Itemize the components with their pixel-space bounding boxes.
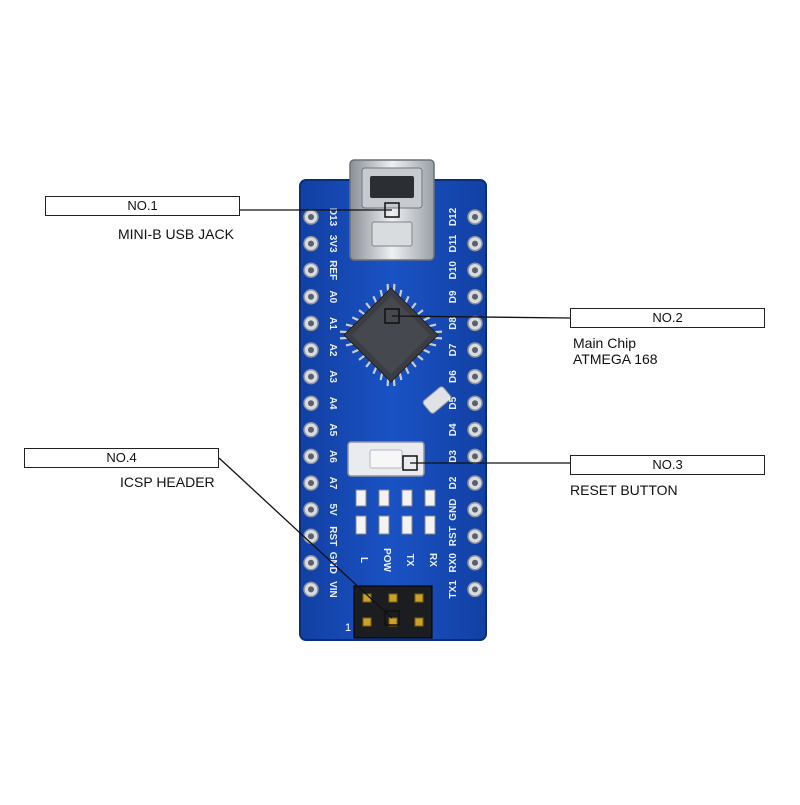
right-pin-label: D5: [448, 396, 459, 409]
led-resistor: [425, 516, 435, 534]
left-pin-label: 3V3: [327, 235, 338, 253]
right-pin-label: RX0: [448, 553, 459, 573]
callout-no1-description: MINI-B USB JACK: [118, 226, 234, 243]
left-pin-label: VIN: [327, 581, 338, 598]
left-pin-label: A3: [327, 370, 338, 383]
left-pin-label: A5: [327, 423, 338, 436]
led: [356, 490, 366, 506]
right-pin-hole-center: [472, 320, 478, 326]
right-pin-hole-center: [472, 347, 478, 353]
callout-no4-box: NO.4: [24, 448, 219, 468]
icsp-pin1-label: 1: [345, 622, 351, 634]
icsp-pin: [415, 618, 423, 626]
right-pin-label: D9: [448, 290, 459, 303]
left-pin-hole-center: [308, 320, 314, 326]
left-pin-hole-center: [308, 294, 314, 300]
led-label: POW: [381, 548, 392, 572]
right-pin-label: D12: [448, 207, 459, 226]
left-pin-hole-center: [308, 347, 314, 353]
left-pin-hole-center: [308, 427, 314, 433]
icsp-pin: [363, 618, 371, 626]
right-pin-hole-center: [472, 400, 478, 406]
led-resistor: [402, 516, 412, 534]
chip-leg: [400, 373, 402, 380]
right-pin-hole-center: [472, 294, 478, 300]
right-pin-label: TX1: [448, 580, 459, 599]
left-pin-hole-center: [308, 214, 314, 220]
left-pin-label: A2: [327, 344, 338, 357]
right-pin-hole-center: [472, 560, 478, 566]
chip-leg: [381, 373, 383, 380]
right-pin-label: RST: [448, 526, 459, 546]
right-pin-hole-center: [472, 241, 478, 247]
right-pin-hole-center: [472, 586, 478, 592]
right-pin-label: D2: [448, 476, 459, 489]
callout-no1-box: NO.1: [45, 196, 240, 216]
left-pin-hole-center: [308, 586, 314, 592]
left-pin-hole-center: [308, 241, 314, 247]
callout-no4-description: ICSP HEADER: [120, 474, 215, 491]
right-pin-label: D7: [448, 343, 459, 356]
icsp-pin: [415, 594, 423, 602]
left-pin-label: A6: [327, 450, 338, 463]
callout-no3-box: NO.3: [570, 455, 765, 475]
right-pin-label: D3: [448, 450, 459, 463]
right-pin-hole-center: [472, 480, 478, 486]
led: [425, 490, 435, 506]
right-pin-hole-center: [472, 267, 478, 273]
left-pin-hole-center: [308, 267, 314, 273]
right-pin-label: GND: [448, 498, 459, 520]
callout-no3-description: RESET BUTTON: [570, 482, 678, 499]
left-pin-label: REF: [327, 260, 338, 280]
chip-leg: [381, 290, 383, 297]
left-pin-label: 5V: [327, 503, 338, 516]
right-pin-hole-center: [472, 427, 478, 433]
left-pin-label: A7: [327, 477, 338, 490]
left-pin-hole-center: [308, 560, 314, 566]
right-pin-label: D8: [448, 317, 459, 330]
left-pin-hole-center: [308, 453, 314, 459]
right-pin-label: D6: [448, 370, 459, 383]
led-label: TX: [404, 554, 415, 567]
led-resistor: [379, 516, 389, 534]
chip-leg: [346, 344, 353, 346]
led-resistor: [356, 516, 366, 534]
right-pin-hole-center: [472, 507, 478, 513]
right-pin-hole-center: [472, 374, 478, 380]
left-pin-label: A0: [327, 290, 338, 303]
left-pin-label: A1: [327, 317, 338, 330]
right-pin-hole-center: [472, 533, 478, 539]
right-pin-hole-center: [472, 453, 478, 459]
led: [402, 490, 412, 506]
left-pin-hole-center: [308, 507, 314, 513]
chip-leg: [346, 325, 353, 327]
chip-leg: [400, 290, 402, 297]
chip-leg: [429, 344, 436, 346]
left-pin-label: RST: [327, 526, 338, 546]
left-pin-hole-center: [308, 480, 314, 486]
reset-button-part: [348, 442, 424, 476]
led-label: RX: [427, 553, 438, 567]
callout-no2-description-line1: Main Chip: [573, 335, 636, 352]
right-pin-label: D11: [448, 234, 459, 252]
right-pin-hole-center: [472, 214, 478, 220]
right-pin-row: [468, 210, 482, 596]
right-pin-label: D4: [448, 423, 459, 436]
led: [379, 490, 389, 506]
left-pin-hole-center: [308, 374, 314, 380]
left-pin-label: A4: [327, 397, 338, 410]
right-pin-label: D10: [448, 261, 459, 280]
left-pin-hole-center: [308, 533, 314, 539]
callout-no2-box: NO.2: [570, 308, 765, 328]
led-label: L: [358, 557, 369, 563]
chip-leg: [429, 325, 436, 327]
callout-no2-description-line2: ATMEGA 168: [573, 351, 658, 368]
icsp-pin: [389, 594, 397, 602]
left-pin-hole-center: [308, 400, 314, 406]
